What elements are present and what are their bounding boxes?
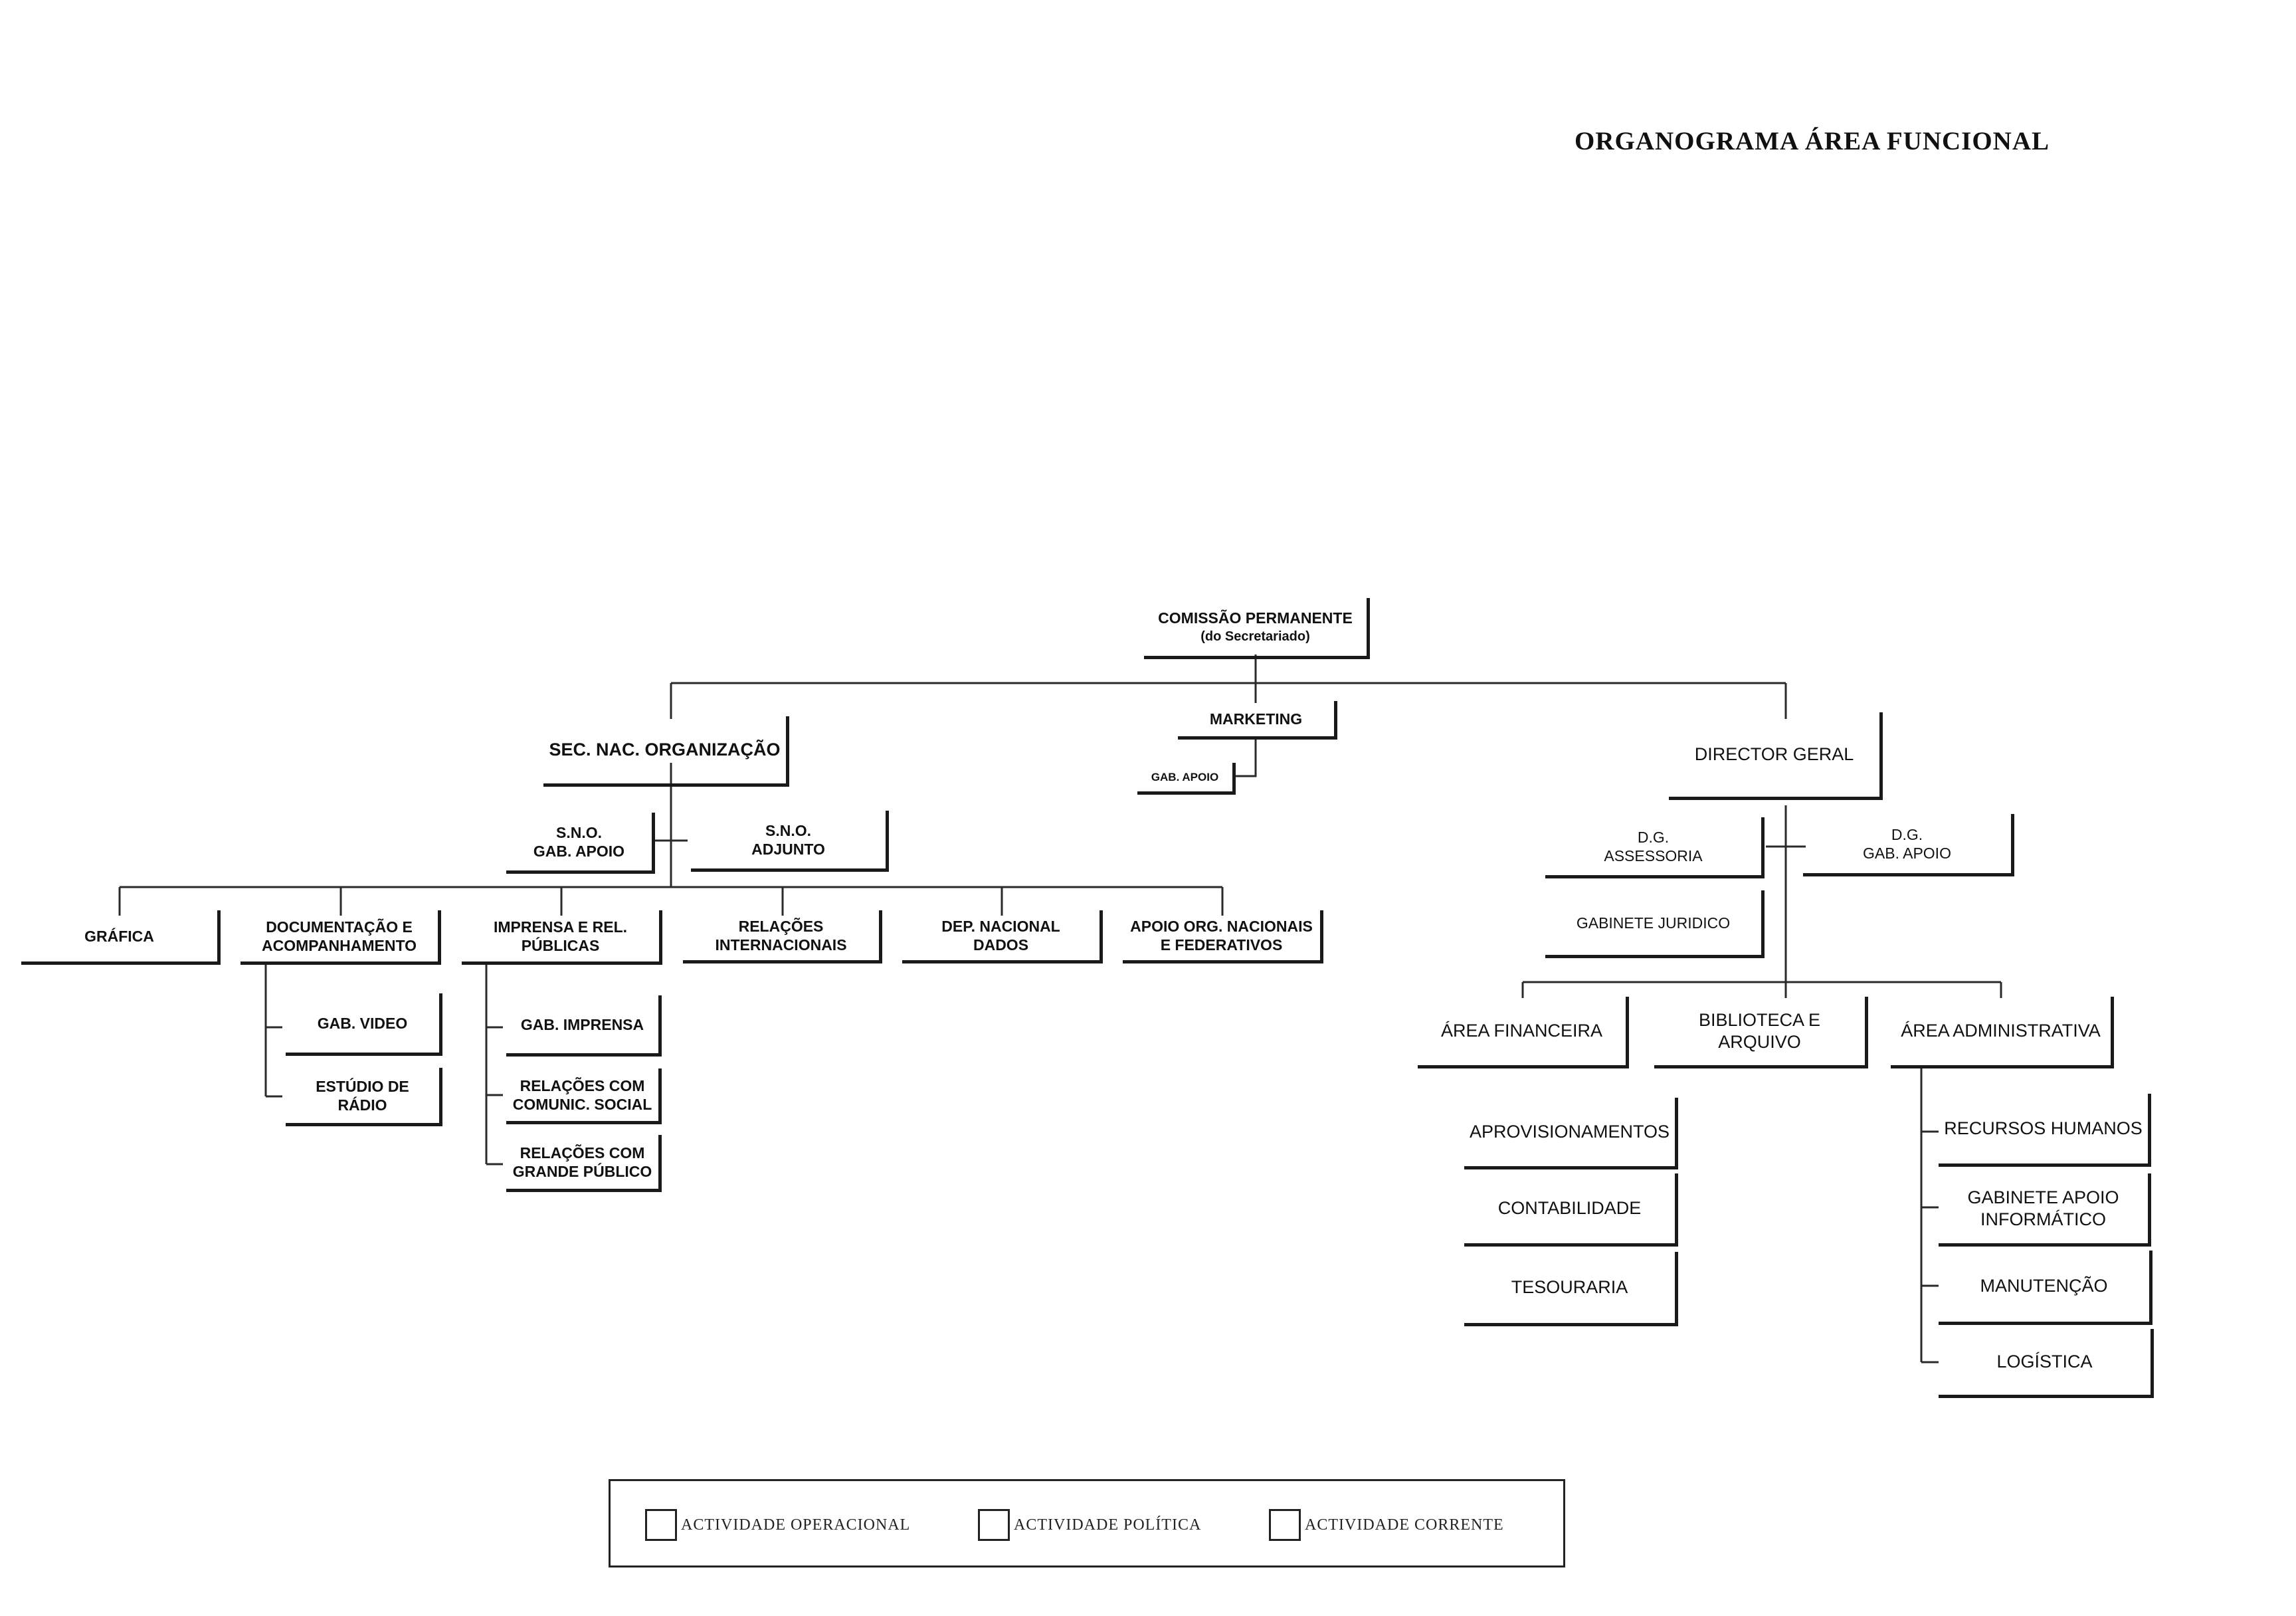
node-label-line: D.G. xyxy=(1891,825,1923,843)
node-label-line: ASSESSORIA xyxy=(1604,847,1703,864)
node-label-line: DIRECTOR GERAL xyxy=(1694,744,1854,764)
legend-label: ACTIVIDADE CORRENTE xyxy=(1305,1516,1504,1534)
node-label-line: GAB. APOIO xyxy=(1863,844,1951,862)
legend-item-politica: ACTIVIDADE POLÍTICA xyxy=(978,1509,1201,1541)
node-comissao-permanente: COMISSÃO PERMANENTE (do Secretariado) xyxy=(1144,598,1370,659)
node-label-line: (do Secretariado) xyxy=(1200,629,1310,644)
node-label-line: GAB. VIDEO xyxy=(317,1014,408,1032)
node-label-line: RÁDIO xyxy=(337,1096,387,1114)
node-label-line: ÁREA ADMINISTRATIVA xyxy=(1901,1021,2101,1041)
chart-title: ORGANOGRAMA ÁREA FUNCIONAL xyxy=(1575,127,2050,155)
node-aprovisionamentos: APROVISIONAMENTOS xyxy=(1464,1098,1678,1169)
node-sno-gab-apoio: S.N.O.GAB. APOIO xyxy=(506,813,655,874)
node-gabinete-juridico: GABINETE JURIDICO xyxy=(1545,890,1765,958)
node-label-line: E FEDERATIVOS xyxy=(1160,936,1283,954)
node-manutencao: MANUTENÇÃO xyxy=(1939,1251,2152,1325)
legend-label: ACTIVIDADE OPERACIONAL xyxy=(681,1516,911,1534)
node-label-line: BIBLIOTECA E xyxy=(1698,1009,1821,1030)
node-label-line: GRÁFICA xyxy=(84,927,154,945)
node-label-line: MARKETING xyxy=(1209,710,1303,728)
node-label-line: ADJUNTO xyxy=(751,840,825,858)
node-label-line: CONTABILIDADE xyxy=(1497,1198,1642,1218)
node-label-line: APROVISIONAMENTOS xyxy=(1469,1122,1670,1142)
node-label-line: PÚBLICAS xyxy=(521,936,600,954)
node-recursos-humanos: RECURSOS HUMANOS xyxy=(1939,1094,2151,1167)
node-label-line: COMUNIC. SOCIAL xyxy=(512,1095,652,1113)
node-label-line: GABINETE APOIO xyxy=(1967,1187,2119,1207)
node-marketing-gab-apoio: GAB. APOIO xyxy=(1137,763,1236,795)
node-label-line: ÁREA FINANCEIRA xyxy=(1440,1021,1603,1041)
node-label-line: GRANDE PÚBLICO xyxy=(512,1162,652,1180)
node-label-line: GABINETE JURIDICO xyxy=(1576,914,1731,932)
node-label-line: DEP. NACIONAL xyxy=(941,917,1060,935)
node-area-financeira: ÁREA FINANCEIRA xyxy=(1418,997,1629,1068)
node-gab-imprensa: GAB. IMPRENSA xyxy=(506,995,662,1057)
node-label-line: GAB. APOIO xyxy=(533,842,625,860)
node-label-line: APOIO ORG. NACIONAIS xyxy=(1130,917,1313,935)
node-label-line: LOGÍSTICA xyxy=(1996,1352,2093,1371)
legend: ACTIVIDADE OPERACIONAL ACTIVIDADE POLÍTI… xyxy=(609,1479,1565,1567)
legend-swatch xyxy=(978,1509,1010,1541)
node-gab-video: GAB. VIDEO xyxy=(286,993,442,1056)
node-label-line: MANUTENÇÃO xyxy=(1980,1276,2108,1296)
node-label-line: S.N.O. xyxy=(555,823,602,841)
node-label-line: RELAÇÕES xyxy=(738,917,824,935)
node-label-line: RELAÇÕES COM xyxy=(520,1144,645,1162)
node-logistica: LOGÍSTICA xyxy=(1939,1329,2154,1398)
node-label-line: ESTÚDIO DE xyxy=(316,1077,409,1095)
node-label-line: DOCUMENTAÇÃO E xyxy=(266,918,413,936)
node-label-line: INTERNACIONAIS xyxy=(715,936,847,954)
node-director-geral: DIRECTOR GERAL xyxy=(1669,712,1883,800)
legend-item-corrente: ACTIVIDADE CORRENTE xyxy=(1269,1509,1504,1541)
node-area-administrativa: ÁREA ADMINISTRATIVA xyxy=(1891,997,2114,1068)
node-sno-adjunto: S.N.O.ADJUNTO xyxy=(691,811,889,872)
legend-label: ACTIVIDADE POLÍTICA xyxy=(1014,1516,1202,1534)
node-dg-assessoria: D.G.ASSESSORIA xyxy=(1545,817,1765,878)
node-label-line: DADOS xyxy=(973,936,1029,954)
node-contabilidade: CONTABILIDADE xyxy=(1464,1173,1678,1247)
node-label-line: ARQUIVO xyxy=(1718,1031,1801,1052)
node-marketing: MARKETING xyxy=(1178,701,1337,740)
node-imprensa: IMPRENSA E REL.PÚBLICAS xyxy=(462,910,662,965)
node-grafica: GRÁFICA xyxy=(21,910,221,965)
node-label-line: GAB. APOIO xyxy=(1151,770,1219,783)
node-label-line: RECURSOS HUMANOS xyxy=(1944,1118,2143,1138)
node-label-line: INFORMÁTICO xyxy=(1980,1209,2106,1229)
node-label-line: S.N.O. xyxy=(765,821,811,839)
legend-swatch xyxy=(645,1509,677,1541)
node-label-line: SEC. NAC. ORGANIZAÇÃO xyxy=(549,740,781,759)
node-label-line: IMPRENSA E REL. xyxy=(493,918,628,936)
node-label-line: GAB. IMPRENSA xyxy=(520,1015,644,1033)
node-tesouraria: TESOURARIA xyxy=(1464,1252,1678,1326)
node-dg-gab-apoio: D.G.GAB. APOIO xyxy=(1803,814,2014,876)
legend-swatch xyxy=(1269,1509,1301,1541)
node-label-line: D.G. xyxy=(1637,828,1670,846)
node-sec-nac-organizacao: SEC. NAC. ORGANIZAÇÃO xyxy=(543,716,789,787)
node-label-line: COMISSÃO PERMANENTE xyxy=(1158,609,1353,627)
node-label-line: ACOMPANHAMENTO xyxy=(262,936,417,954)
node-label-line: RELAÇÕES COM xyxy=(520,1076,645,1094)
legend-item-operacional: ACTIVIDADE OPERACIONAL xyxy=(645,1509,910,1541)
node-label-line: TESOURARIA xyxy=(1511,1277,1628,1297)
